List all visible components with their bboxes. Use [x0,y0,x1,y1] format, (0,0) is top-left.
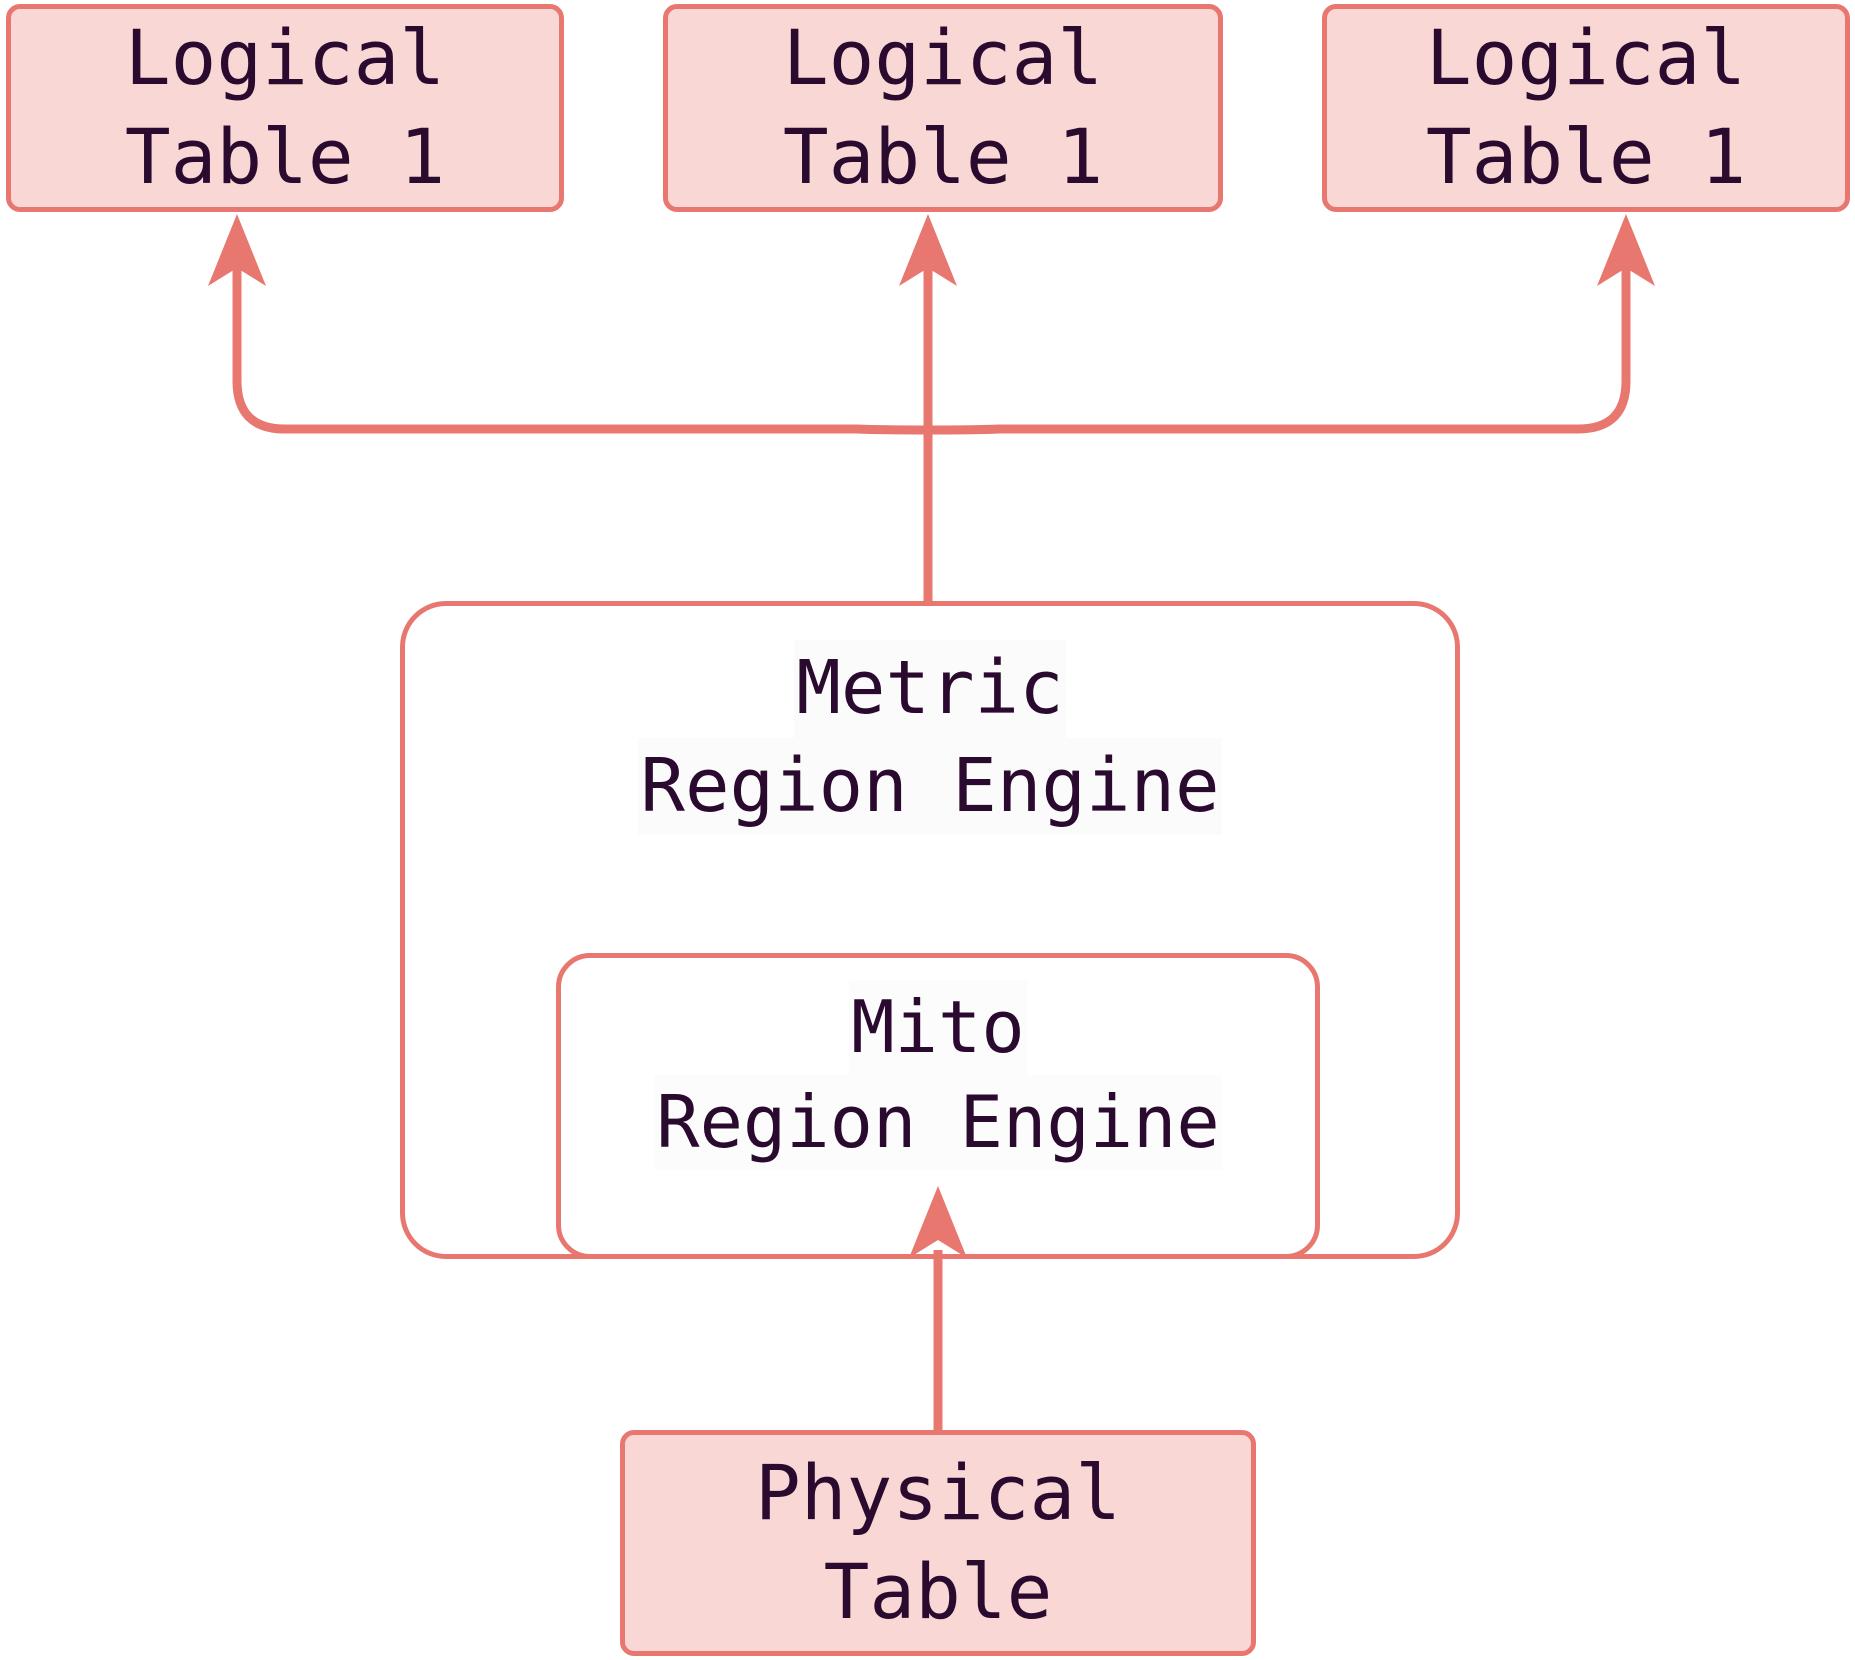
arrowhead-logical-2 [899,214,957,286]
logical-table-3-line-1: Logical [1425,13,1747,103]
edge-branch-left [232,262,929,435]
logical-table-1-line-2: Table 1 [124,112,446,201]
physical-table-node[interactable]: Physical Table [620,1430,1256,1656]
logical-table-1-line-1: Logical [124,13,446,103]
logical-table-2-line-1: Logical [782,13,1104,103]
logical-table-1-node[interactable]: Logical Table 1 [6,4,564,212]
arrowhead-logical-3 [1597,214,1655,286]
edge-branch-right [927,262,1631,435]
logical-table-3-line-2: Table 1 [1425,112,1747,201]
arrowhead-logical-1 [208,214,266,286]
arrowhead-mito [909,1186,967,1258]
arrowheads-logical [208,214,1655,286]
logical-table-2-node[interactable]: Logical Table 1 [663,4,1223,212]
physical-table-line-2: Table [823,1547,1053,1636]
logical-table-3-node[interactable]: Logical Table 1 [1322,4,1850,212]
logical-table-2-line-2: Table 1 [782,112,1104,201]
physical-table-line-1: Physical [754,1448,1122,1538]
